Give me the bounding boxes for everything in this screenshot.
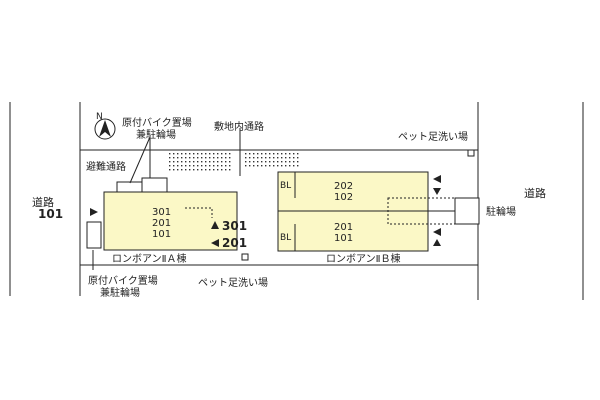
unit-b-102: 102 <box>334 192 353 203</box>
bike-shed-1 <box>116 181 143 193</box>
arrow-down-b-icon <box>433 188 441 195</box>
arrow-left-b1-icon <box>433 175 441 183</box>
unit-b-202: 202 <box>334 181 353 192</box>
bicycle-parking-box <box>454 197 480 225</box>
bike-parking-box-left <box>86 221 102 249</box>
arrow-right-icon <box>90 208 98 216</box>
bike-shed-2 <box>141 177 168 193</box>
marker-301: 301 <box>222 219 247 233</box>
parking-dots-b <box>243 152 301 167</box>
bike-parking-bottom-label: 原付バイク置場 <box>88 274 158 287</box>
pet-wash-bottom-label: ペット足洗い場 <box>198 276 268 289</box>
arrow-left-b2-icon <box>433 228 441 236</box>
compass-n-label: N <box>96 112 103 122</box>
bike-parking-top-label: 原付バイク置場 <box>122 116 192 129</box>
building-a-name: ロンボアンⅡＡ棟 <box>112 252 187 265</box>
arrow-up-icon <box>211 221 219 229</box>
pet-wash-box-bottom <box>241 253 249 261</box>
building-a-dashed <box>185 207 213 218</box>
unit-a-101: 101 <box>152 229 171 240</box>
arrow-up-b-icon <box>433 239 441 246</box>
arrow-left-icon <box>211 239 219 247</box>
road-left-label: 道路 <box>32 195 54 209</box>
unit-a-301: 301 <box>152 207 171 218</box>
bicycle-parking-label: 駐輪場 <box>486 205 516 218</box>
building-b-name: ロンボアンⅡＢ棟 <box>326 252 401 265</box>
evacuation-path-label: 避難通路 <box>86 160 126 173</box>
internal-road-label: 敷地内通路 <box>214 120 264 133</box>
building-a <box>103 191 238 251</box>
pet-wash-top-label: ペット足洗い場 <box>398 130 468 143</box>
pointer-line-1 <box>129 136 151 184</box>
marker-101: 101 <box>38 207 63 221</box>
road-right-label: 道路 <box>524 186 546 200</box>
unit-a-201: 201 <box>152 218 171 229</box>
bike-parking-bottom-sub-label: 兼駐輪場 <box>100 286 140 299</box>
marker-201: 201 <box>222 236 247 250</box>
unit-b-101: 101 <box>334 233 353 244</box>
unit-b-201: 201 <box>334 222 353 233</box>
parking-dots-a <box>168 152 233 172</box>
bike-parking-top-sub-label: 兼駐輪場 <box>136 128 176 141</box>
bl-bottom-label: BL <box>280 233 291 243</box>
bl-top-label: BL <box>280 181 291 191</box>
compass-arrow-icon <box>99 120 111 137</box>
pet-wash-box-top <box>467 149 475 157</box>
